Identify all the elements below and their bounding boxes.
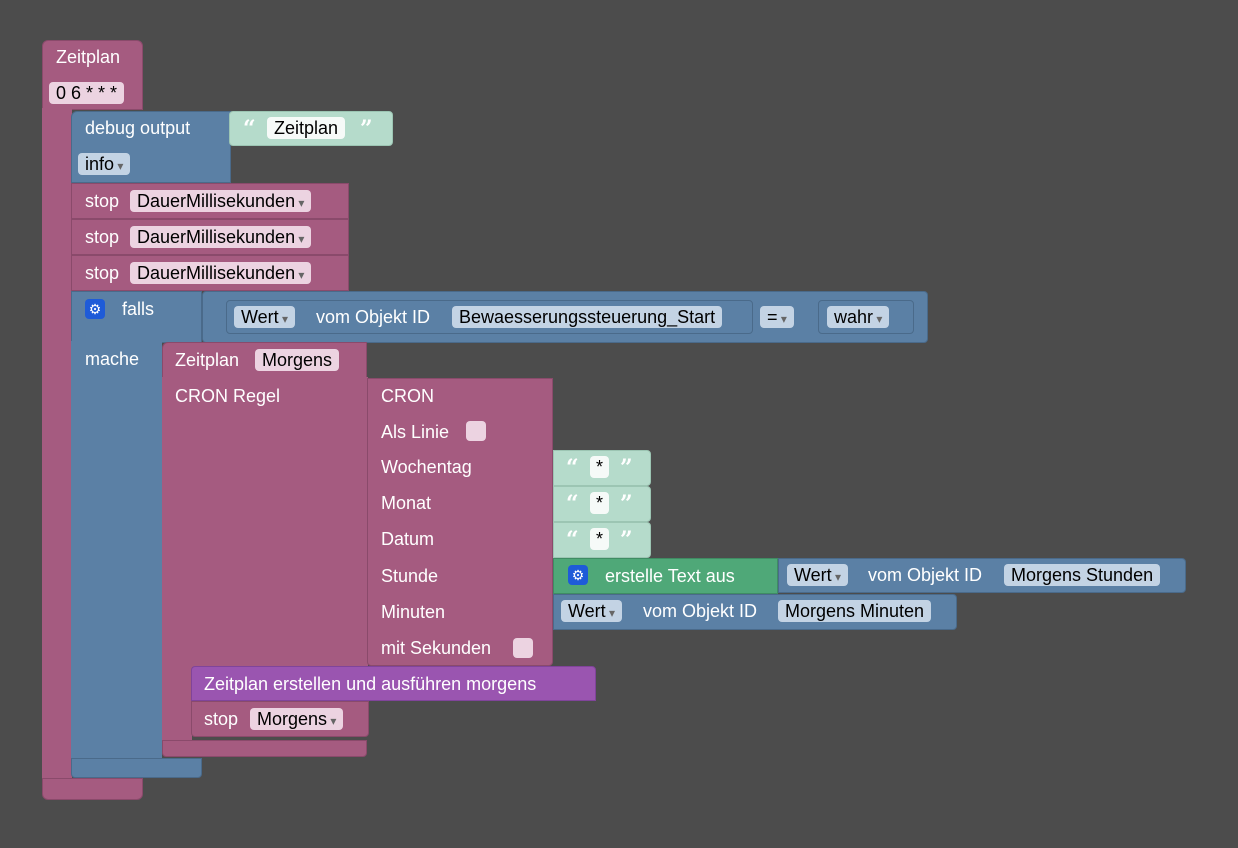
close-quote-icon: ”	[620, 455, 633, 481]
stop-label-2: stop	[85, 227, 120, 247]
stunde-object-id-field[interactable]: Morgens Stunden	[1004, 564, 1161, 586]
datum-label: Datum	[381, 529, 435, 549]
schedule-root-title: Zeitplan	[56, 47, 121, 67]
stop-morgens-dropdown[interactable]: Morgens	[250, 708, 344, 730]
close-quote-icon: ”	[620, 491, 633, 517]
close-quote-icon: ”	[360, 116, 373, 142]
open-quote-icon: “	[566, 491, 579, 517]
cron-regel-label: CRON Regel	[175, 386, 281, 406]
stop-dropdown-1[interactable]: DauerMillisekunden	[130, 190, 312, 212]
open-quote-icon: “	[243, 116, 256, 142]
wert-dropdown[interactable]: Wert	[234, 306, 296, 328]
if-block-footer	[71, 758, 202, 778]
schedule-morgens-footer	[162, 740, 367, 757]
mit-sekunden-checkbox[interactable]	[513, 638, 533, 658]
cron-expression-field[interactable]: 0 6 * * *	[49, 82, 125, 104]
object-id-field[interactable]: Bewaesserungssteuerung_Start	[452, 306, 723, 328]
minuten-vom-objekt-label: vom Objekt ID	[643, 601, 758, 621]
schedule-root-spine	[42, 108, 72, 780]
schedule-morgens-body	[162, 377, 368, 667]
wochentag-value-field[interactable]: *	[590, 456, 610, 478]
mit-sekunden-label: mit Sekunden	[381, 638, 492, 658]
wochentag-label: Wochentag	[381, 457, 472, 477]
stop-label-3: stop	[85, 263, 120, 283]
gear-icon[interactable]: ⚙	[568, 565, 588, 585]
stunde-wert-dropdown[interactable]: Wert	[787, 564, 849, 586]
procedure-call-label: Zeitplan erstellen und ausführen morgens	[204, 674, 537, 694]
schedule-morgens-spine	[162, 666, 192, 746]
procedure-call-block[interactable]	[191, 666, 596, 701]
als-linie-label: Als Linie	[381, 422, 450, 442]
minuten-wert-dropdown[interactable]: Wert	[561, 600, 623, 622]
if-falls-label: falls	[122, 299, 155, 319]
text-join-block[interactable]	[553, 558, 778, 594]
gear-icon[interactable]: ⚙	[85, 299, 105, 319]
cron-title: CRON	[381, 386, 434, 406]
open-quote-icon: “	[566, 527, 579, 553]
minuten-object-id-field[interactable]: Morgens Minuten	[778, 600, 932, 622]
schedule-root-footer	[42, 778, 143, 800]
monat-label: Monat	[381, 493, 432, 513]
debug-level-dropdown[interactable]: info	[78, 153, 131, 175]
cron-block[interactable]	[367, 378, 553, 666]
if-mache-label: mache	[85, 349, 140, 369]
debug-text-field[interactable]: Zeitplan	[267, 117, 346, 139]
als-linie-checkbox[interactable]	[466, 421, 486, 441]
boolean-dropdown[interactable]: wahr	[827, 306, 890, 328]
schedule-morgens-label: Zeitplan	[175, 350, 240, 370]
stop-dropdown-2[interactable]: DauerMillisekunden	[130, 226, 312, 248]
debug-output-label: debug output	[85, 118, 191, 138]
schedule-name-field[interactable]: Morgens	[255, 349, 340, 371]
datum-value-field[interactable]: *	[590, 528, 610, 550]
minuten-label: Minuten	[381, 602, 446, 622]
monat-value-field[interactable]: *	[590, 492, 610, 514]
stop-dropdown-3[interactable]: DauerMillisekunden	[130, 262, 312, 284]
stunde-vom-objekt-label: vom Objekt ID	[868, 565, 983, 585]
open-quote-icon: “	[566, 455, 579, 481]
close-quote-icon: ”	[620, 527, 633, 553]
operator-dropdown[interactable]: =	[760, 306, 794, 328]
stop-label-1: stop	[85, 191, 120, 211]
if-block-spine	[71, 341, 162, 761]
stunde-label: Stunde	[381, 566, 439, 586]
stop-morgens-label: stop	[204, 709, 239, 729]
erstelle-text-label: erstelle Text aus	[605, 566, 735, 586]
vom-objekt-label: vom Objekt ID	[316, 307, 431, 327]
